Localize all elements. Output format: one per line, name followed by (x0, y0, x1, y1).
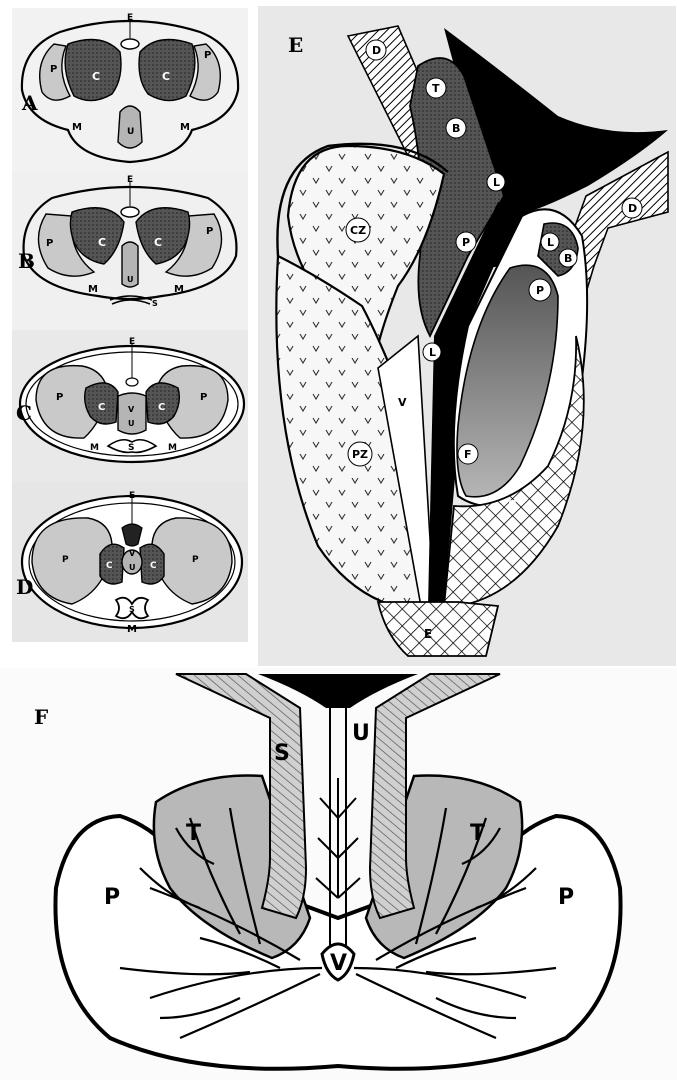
panel-letter-e: E (288, 33, 303, 57)
label-l-lower: L (429, 346, 436, 359)
label-v: V (128, 405, 135, 414)
label-s: S (129, 605, 135, 614)
label-p-upper: P (462, 236, 470, 249)
label-v: V (330, 951, 347, 976)
label-u: U (128, 419, 135, 428)
label-t: T (432, 82, 440, 95)
label-f: F (464, 448, 472, 461)
label-m-right: M (180, 122, 190, 133)
label-s: S (508, 499, 517, 514)
ejaculatory-duct (121, 39, 139, 49)
label-e: E (127, 13, 133, 23)
label-v: V (398, 396, 407, 409)
panel-c: C E C C P P M M S V U (12, 330, 248, 482)
label-l-upper: L (493, 176, 500, 189)
coronal-section-f: F S U T T P P V (0, 668, 677, 1080)
label-e: E (129, 491, 135, 501)
label-u: U (352, 721, 370, 746)
sagittal-section-e: E D T B L P CZ PZ L V D L B P F S E (258, 6, 676, 666)
label-p-right: P (206, 226, 213, 237)
label-p-left: P (62, 555, 69, 565)
label-u: U (129, 563, 136, 572)
label-pz: PZ (352, 448, 368, 461)
panel-b: B E C C P P M M U S (12, 172, 248, 330)
label-d-top: D (372, 44, 381, 57)
label-s: S (152, 299, 158, 308)
cross-section-d: D E C C P P M S V U (12, 482, 248, 642)
label-cz: CZ (350, 224, 366, 237)
sphincter-band (110, 296, 152, 304)
label-l-right: L (547, 236, 554, 249)
cross-section-b: B E C C P P M M U S (12, 172, 248, 330)
label-e: E (127, 175, 133, 185)
label-u: U (127, 275, 134, 284)
panel-letter-d: D (16, 575, 33, 599)
label-m-right: M (174, 284, 184, 295)
label-c-right: C (162, 70, 170, 83)
label-c-left: C (106, 561, 113, 571)
label-m-left: M (72, 122, 82, 133)
label-p-right: P (192, 555, 199, 565)
ejaculatory-duct (121, 207, 139, 217)
label-b-top: B (452, 122, 460, 135)
label-s: S (128, 443, 134, 453)
label-p-right: P (536, 284, 544, 297)
panel-f: F S U T T P P V (0, 668, 677, 1080)
label-e: E (129, 337, 135, 347)
cross-section-a: A E C C P P M M U (12, 8, 248, 174)
panel-letter-f: F (34, 705, 48, 729)
label-p-right: P (200, 392, 207, 403)
ejaculatory-duct (126, 378, 138, 386)
label-p-right: P (204, 50, 211, 61)
panel-a: A E C C P P M M U (12, 8, 248, 174)
label-b-right: B (564, 252, 572, 265)
label-m: M (127, 624, 137, 635)
label-c-right: C (158, 402, 165, 413)
label-d-right: D (628, 202, 637, 215)
label-v: V (129, 549, 136, 558)
panel-letter-c: C (16, 401, 32, 425)
external-base-e (378, 602, 498, 656)
label-c-right: C (150, 561, 157, 571)
label-m-left: M (88, 284, 98, 295)
label-u: U (127, 127, 134, 137)
label-p-left: P (46, 238, 53, 249)
label-t-left: T (186, 821, 201, 846)
label-c-left: C (98, 402, 105, 413)
label-c-right: C (154, 236, 162, 249)
panel-d: D E C C P P M S V U (12, 482, 248, 642)
label-p-left: P (50, 64, 57, 75)
label-e: E (424, 627, 432, 641)
panel-e: E D T B L P CZ PZ L V D L B P F S E (258, 6, 676, 666)
label-t-right: T (470, 821, 485, 846)
panel-letter-b: B (18, 249, 35, 273)
label-s: S (274, 741, 290, 766)
label-p-right: P (558, 885, 574, 910)
label-p-left: P (56, 392, 63, 403)
central-ducts (316, 778, 360, 898)
label-c-left: C (92, 70, 100, 83)
label-m-right: M (168, 443, 177, 453)
label-m-left: M (90, 443, 99, 453)
label-c-left: C (98, 236, 106, 249)
cross-section-c: C E C C P P M M S V U (12, 330, 248, 482)
label-p-left: P (104, 885, 120, 910)
panel-letter-a: A (21, 91, 38, 115)
